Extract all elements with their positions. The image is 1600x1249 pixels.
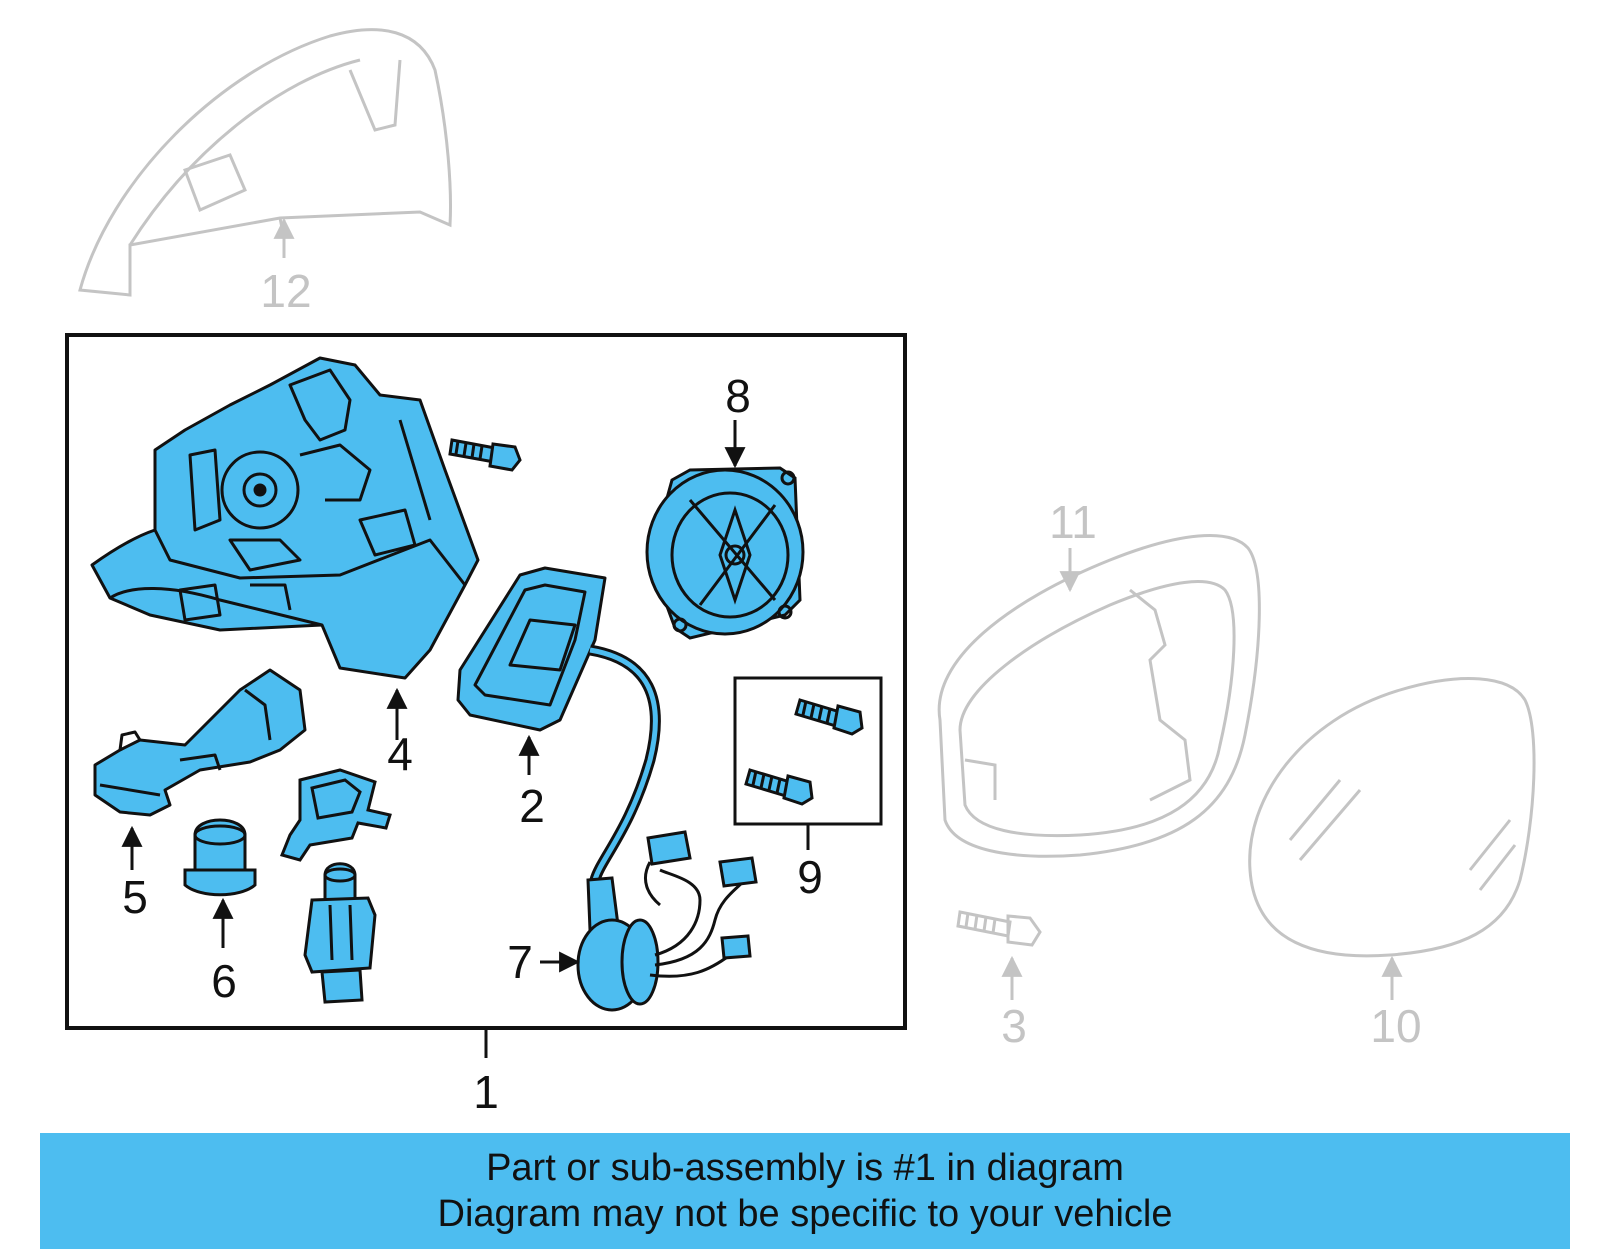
- banner-line-2: Diagram may not be specific to your vehi…: [437, 1193, 1173, 1235]
- speaker-8: [645, 466, 805, 640]
- info-banner-bg: [40, 1133, 1570, 1249]
- callout-label-5: 5: [122, 871, 148, 923]
- cable-2-to-7-inner: [589, 647, 658, 881]
- callout-label-9: 9: [797, 851, 823, 903]
- callout-label-7: 7: [507, 936, 533, 988]
- callout-label-2: 2: [519, 780, 545, 832]
- callout-label-1: 1: [473, 1066, 499, 1118]
- banner-line-1: Part or sub-assembly is #1 in diagram: [486, 1147, 1124, 1189]
- screws-9: [744, 698, 864, 806]
- bracket-5: [93, 668, 307, 817]
- info-banner: Part or sub-assembly is #1 in diagram Di…: [40, 1133, 1570, 1249]
- screw-upper: [448, 438, 522, 472]
- clip: [279, 768, 392, 862]
- callout-label-8: 8: [725, 370, 751, 422]
- callout-label-10: 10: [1370, 1000, 1421, 1052]
- callout-label-6: 6: [211, 955, 237, 1007]
- mirror-housing-4: [90, 356, 480, 680]
- harness-7: [576, 830, 758, 1012]
- actuator: [303, 862, 377, 1004]
- screw-3: [956, 910, 1042, 947]
- socket-6: [183, 818, 257, 897]
- mirror-backing-11: [937, 534, 1261, 858]
- callout-label-4: 4: [387, 728, 413, 780]
- callout-label-12: 12: [260, 265, 311, 317]
- callout-label-11: 11: [1049, 496, 1097, 548]
- callout-label-3: 3: [1001, 1000, 1027, 1052]
- mirror-cover-12: [78, 28, 452, 297]
- mirror-glass-10: [1248, 677, 1536, 958]
- gasket-2: [456, 566, 607, 732]
